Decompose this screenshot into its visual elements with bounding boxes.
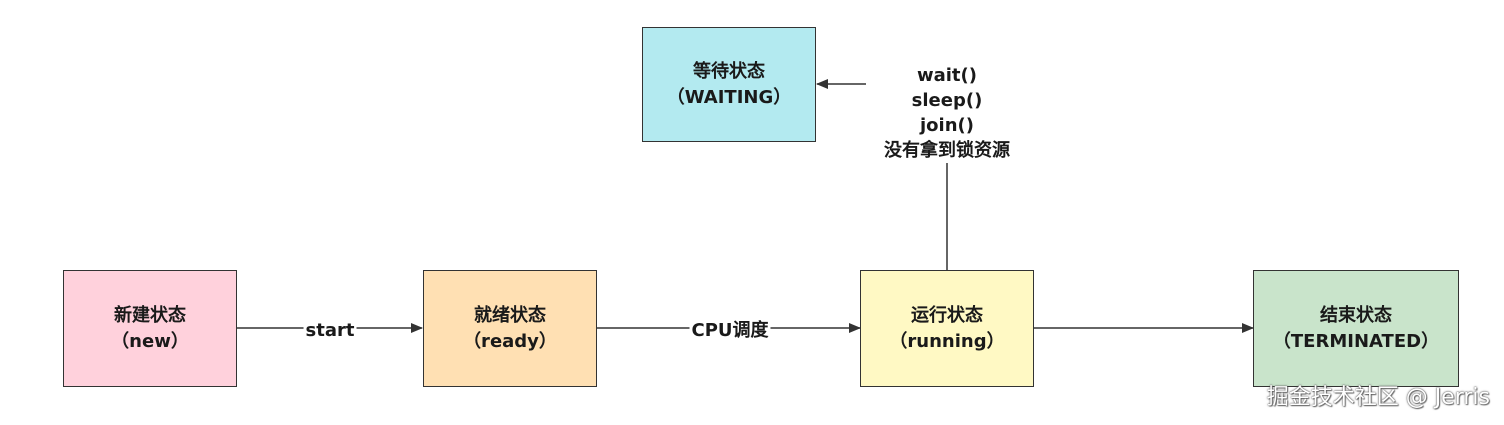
node-ready-title: 就绪状态 [474,304,546,326]
node-ready-subtitle: （ready） [463,330,557,352]
edge-label-cpu-schedule: CPU调度 [689,320,771,342]
node-new-subtitle: （new） [111,330,189,352]
reason-join: join() [920,115,974,136]
node-waiting-subtitle: （WAITING） [666,86,792,108]
node-ready: 就绪状态 （ready） [423,270,597,387]
node-terminated-subtitle: （TERMINATED） [1272,330,1440,352]
node-terminated-title: 结束状态 [1320,304,1392,326]
node-waiting: 等待状态 （WAITING） [642,27,816,142]
node-new: 新建状态 （new） [63,270,237,387]
node-new-title: 新建状态 [114,304,186,326]
reason-wait: wait() [916,65,977,86]
reason-sleep: sleep() [911,90,983,111]
watermark: 掘金技术社区 @ Jerris [1266,385,1490,410]
node-terminated: 结束状态 （TERMINATED） [1253,270,1459,387]
reason-no-lock: 没有拿到锁资源 [884,140,1010,161]
node-waiting-title: 等待状态 [693,60,765,82]
node-running: 运行状态 （running） [860,270,1034,387]
edge-label-start: start [303,320,357,342]
edge-label-waiting-reasons: wait() sleep() join() 没有拿到锁资源 [866,63,1028,163]
node-running-title: 运行状态 [911,304,983,326]
node-running-subtitle: （running） [889,330,1005,352]
